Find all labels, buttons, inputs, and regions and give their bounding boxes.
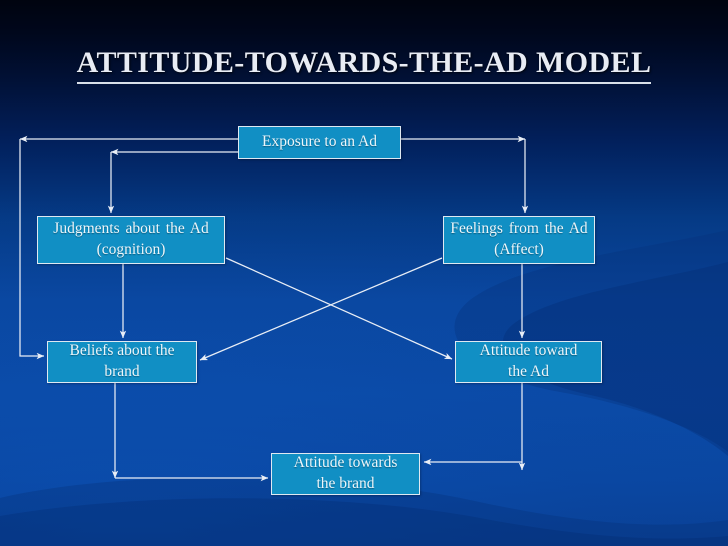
node-judgments-about-the-ad[interactable]: Judgments about the Ad (cognition) — [37, 216, 225, 264]
edge-judgments-to-attitude-ad-diagonal — [225, 257, 453, 360]
node-attitude-ad-label-line1: Attitude toward — [479, 342, 578, 360]
node-beliefs-about-the-brand[interactable]: Beliefs about the brand — [47, 341, 197, 383]
node-beliefs-label-line2: brand — [104, 363, 140, 380]
node-attitude-ad-label-line2: the Ad — [508, 363, 549, 380]
node-exposure-to-an-ad[interactable]: Exposure to an Ad — [238, 126, 401, 159]
node-attitude-brand-label-line1: Attitude towards — [293, 454, 398, 472]
node-attitude-toward-the-ad[interactable]: Attitude toward the Ad — [455, 341, 602, 383]
edge-feelings-to-beliefs-diagonal — [199, 257, 443, 361]
node-judgments-label-line1: Judgments about the Ad — [53, 220, 209, 238]
node-feelings-from-the-ad[interactable]: Feelings from the Ad (Affect) — [443, 216, 595, 264]
page-title: ATTITUDE-TOWARDS-THE-AD MODEL — [0, 46, 728, 84]
node-beliefs-label-line1: Beliefs about the — [69, 342, 175, 360]
node-attitude-towards-the-brand[interactable]: Attitude towards the brand — [271, 453, 420, 495]
page-title-text: ATTITUDE-TOWARDS-THE-AD MODEL — [76, 46, 652, 84]
node-feelings-label-line2: (Affect) — [494, 241, 544, 258]
node-attitude-brand-label-line2: the brand — [316, 475, 375, 492]
edge-exposure-to-beliefs — [19, 139, 45, 360]
node-feelings-label-line1: Feelings from the Ad — [450, 220, 588, 238]
node-judgments-label-line2: (cognition) — [96, 241, 166, 258]
node-exposure-label: Exposure to an Ad — [262, 133, 377, 151]
